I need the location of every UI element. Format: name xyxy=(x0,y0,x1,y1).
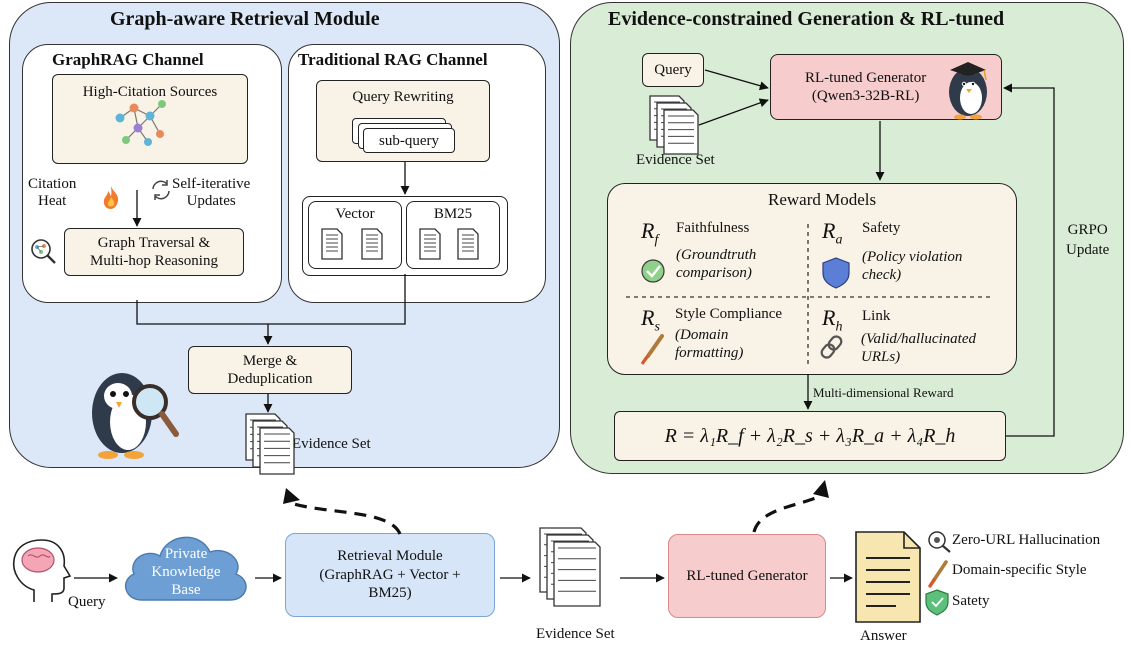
sub-query-label: sub-query xyxy=(379,132,439,149)
bm25-label: BM25 xyxy=(433,206,473,222)
feature-safety: Satety xyxy=(952,593,990,609)
evidence-stack-icon xyxy=(553,541,601,607)
answer-label: Answer xyxy=(860,628,907,644)
bottom-generator-box: RL-tuned Generator xyxy=(668,534,826,618)
retrieval-module-label: Retrieval Module (GraphRAG + Vector + BM… xyxy=(319,547,461,602)
feature-zero-url: Zero-URL Hallucination xyxy=(952,532,1101,548)
magnifier-graph-icon xyxy=(28,236,58,271)
citation-heat-label: Citation Heat xyxy=(28,176,77,210)
reward-symbol-style: Rs xyxy=(641,305,660,335)
graphrag-title: GraphRAG Channel xyxy=(52,50,204,69)
merge-dedup-box: Merge & Deduplication xyxy=(188,346,352,394)
evidence-stack-icon xyxy=(259,427,295,475)
query-box: Query xyxy=(642,53,704,87)
check-circle-icon xyxy=(641,259,665,283)
high-citation-sources-label: High-Citation Sources xyxy=(82,84,218,100)
bottom-query-label: Query xyxy=(68,594,106,610)
reward-desc-style: (Domain formatting) xyxy=(675,327,744,361)
reward-name-style: Style Compliance xyxy=(675,306,783,322)
reward-desc-faithfulness: (Groundtruth comparison) xyxy=(676,247,757,281)
vector-label: Vector xyxy=(335,206,375,222)
bottom-generator-label: RL-tuned Generator xyxy=(686,568,808,584)
bottom-evidence-set-label: Evidence Set xyxy=(536,626,615,642)
reward-symbol-link: Rh xyxy=(822,305,843,335)
rl-generator-label: RL-tuned Generator (Qwen3-32B-RL) xyxy=(805,70,927,104)
refresh-icon xyxy=(149,178,173,207)
self-iterative-label: Self-iterative Updates xyxy=(172,176,251,210)
left-panel-title: Graph-aware Retrieval Module xyxy=(110,8,380,30)
sub-query-box: sub-query xyxy=(363,128,455,153)
reward-name-faithfulness: Faithfulness xyxy=(676,220,750,236)
multi-reward-label: Multi-dimensional Reward xyxy=(813,385,954,400)
query-rewriting-label: Query Rewriting xyxy=(352,89,454,105)
knowledge-base-label: Private Knowledge Base xyxy=(151,546,221,598)
reward-symbol-safety: Ra xyxy=(822,218,843,248)
reward-formula: R = λ₁R_f + λ₂R_s + λ₃R_a + λ₄R_h xyxy=(664,425,956,447)
merge-dedup-label: Merge & Deduplication xyxy=(227,353,313,387)
shield-icon xyxy=(822,257,850,289)
left-evidence-set-label: Evidence Set xyxy=(292,436,371,452)
fire-icon xyxy=(99,184,123,215)
shield-check-icon xyxy=(925,589,949,616)
reward-desc-link: (Valid/hallucinated URLs) xyxy=(861,331,976,365)
right-evidence-set-label: Evidence Set xyxy=(636,152,715,168)
link-icon xyxy=(820,335,843,359)
query-label: Query xyxy=(654,62,692,78)
eye-search-icon xyxy=(928,531,951,553)
reward-symbol-faithfulness: Rf xyxy=(641,218,659,248)
traditional-rag-title: Traditional RAG Channel xyxy=(298,50,488,69)
reward-models-box xyxy=(607,183,1017,375)
evidence-stack-icon xyxy=(663,109,699,155)
reward-models-title: Reward Models xyxy=(768,190,877,209)
graph-traversal-box: Graph Traversal & Multi-hop Reasoning xyxy=(64,228,244,276)
reward-name-link: Link xyxy=(862,308,891,324)
brush-icon xyxy=(640,334,664,365)
reward-desc-safety: (Policy violation check) xyxy=(862,249,963,283)
graph-traversal-label: Graph Traversal & Multi-hop Reasoning xyxy=(90,235,218,269)
feature-domain-style: Domain-specific Style xyxy=(952,562,1087,578)
right-panel-title: Evidence-constrained Generation & RL-tun… xyxy=(608,8,1005,30)
reward-name-safety: Safety xyxy=(862,220,901,236)
reward-formula-box: R = λ₁R_f + λ₂R_s + λ₃R_a + λ₄R_h xyxy=(614,411,1006,461)
brush-icon xyxy=(928,560,948,588)
retrieval-module-box: Retrieval Module (GraphRAG + Vector + BM… xyxy=(285,533,495,617)
grpo-update-label: GRPO Update xyxy=(1066,222,1110,259)
